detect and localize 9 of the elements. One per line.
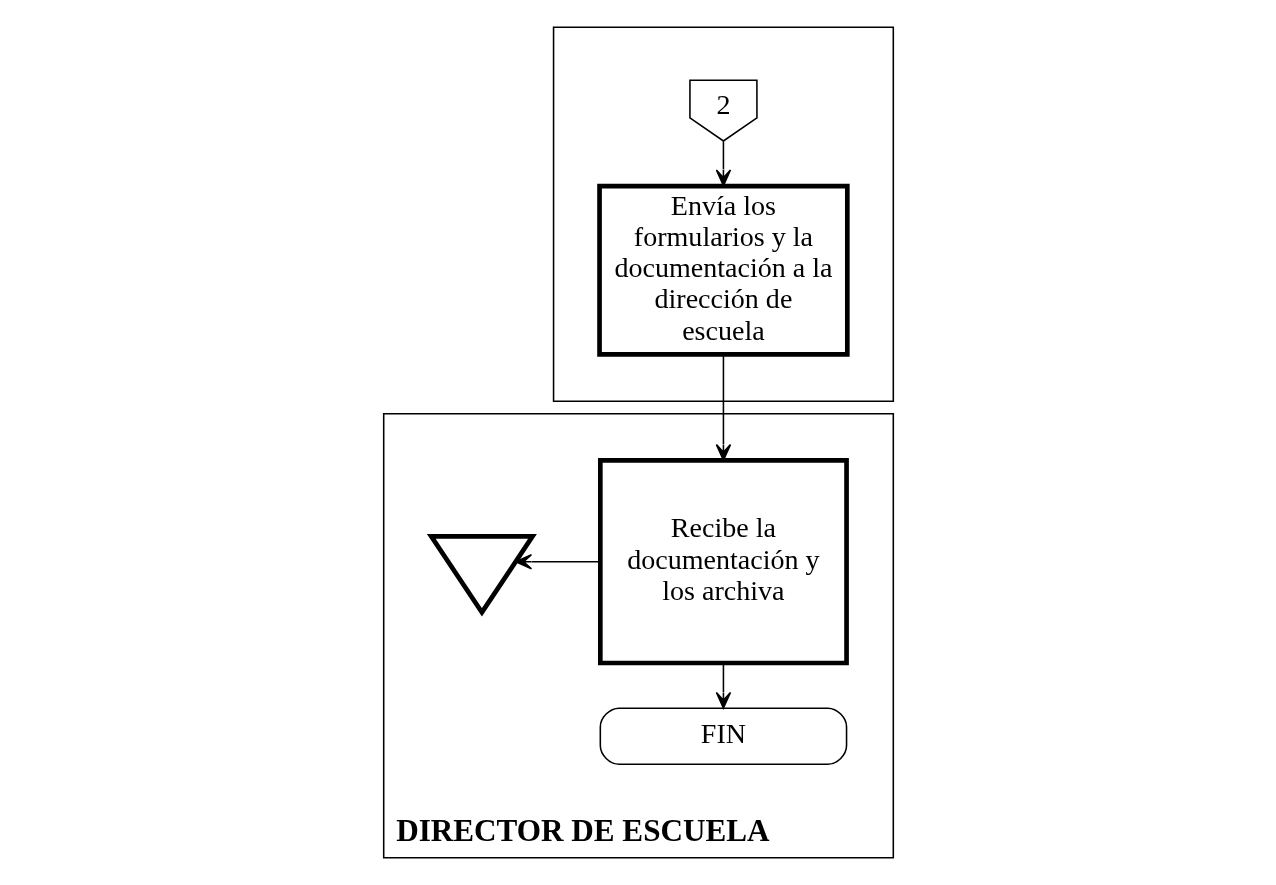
node-triangle [426, 534, 537, 617]
arrow [715, 353, 731, 461]
node-box: Recibe la documentación y los archiva [597, 458, 849, 666]
arrow [715, 662, 731, 709]
cluster [552, 26, 894, 402]
arrow [715, 140, 731, 187]
node-box: FIN [599, 707, 847, 766]
node-box: Envía los formularios y la documentación a la dirección de escuela [596, 183, 850, 357]
arrow [514, 553, 601, 570]
